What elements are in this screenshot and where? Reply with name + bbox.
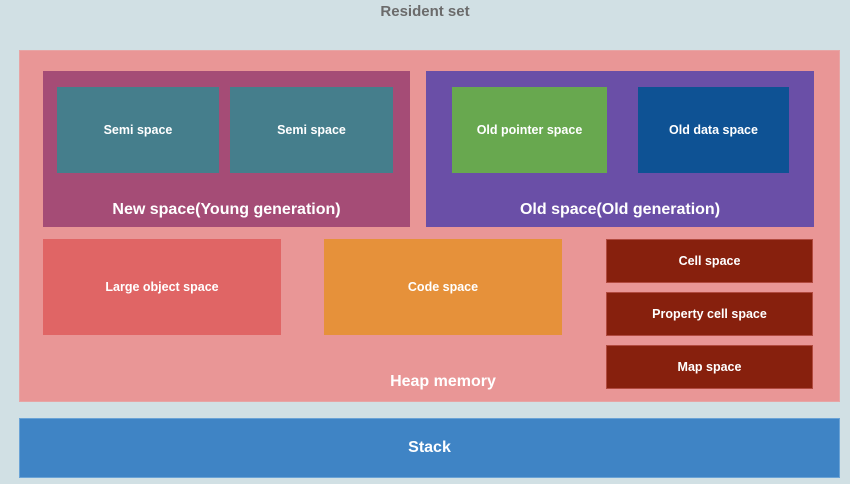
property-cell-space: Property cell space bbox=[606, 292, 813, 336]
large-object-space: Large object space bbox=[43, 239, 281, 335]
old-pointer-space-label: Old pointer space bbox=[476, 123, 583, 137]
large-object-space-label: Large object space bbox=[105, 280, 219, 294]
semi-space-2: Semi space bbox=[230, 87, 393, 173]
cell-space: Cell space bbox=[606, 239, 813, 283]
old-data-space-label: Old data space bbox=[669, 123, 758, 137]
old-data-space: Old data space bbox=[638, 87, 789, 173]
code-space: Code space bbox=[324, 239, 562, 335]
map-space: Map space bbox=[606, 345, 813, 389]
stack-label: Stack bbox=[408, 439, 451, 456]
heap-memory-label: Heap memory bbox=[390, 373, 496, 390]
property-cell-space-label: Property cell space bbox=[652, 307, 767, 321]
new-space-label: New space(Young generation) bbox=[112, 201, 341, 218]
code-space-label: Code space bbox=[407, 280, 479, 294]
stack-region: Stack bbox=[19, 418, 840, 478]
map-space-label: Map space bbox=[677, 360, 742, 374]
semi-space-1-label: Semi space bbox=[103, 123, 173, 137]
resident-set-title: Resident set bbox=[380, 3, 470, 20]
old-space-label: Old space(Old generation) bbox=[519, 201, 721, 218]
semi-space-1: Semi space bbox=[57, 87, 219, 173]
semi-space-2-label: Semi space bbox=[277, 123, 346, 137]
old-pointer-space: Old pointer space bbox=[452, 87, 607, 173]
cell-space-label: Cell space bbox=[678, 254, 741, 268]
